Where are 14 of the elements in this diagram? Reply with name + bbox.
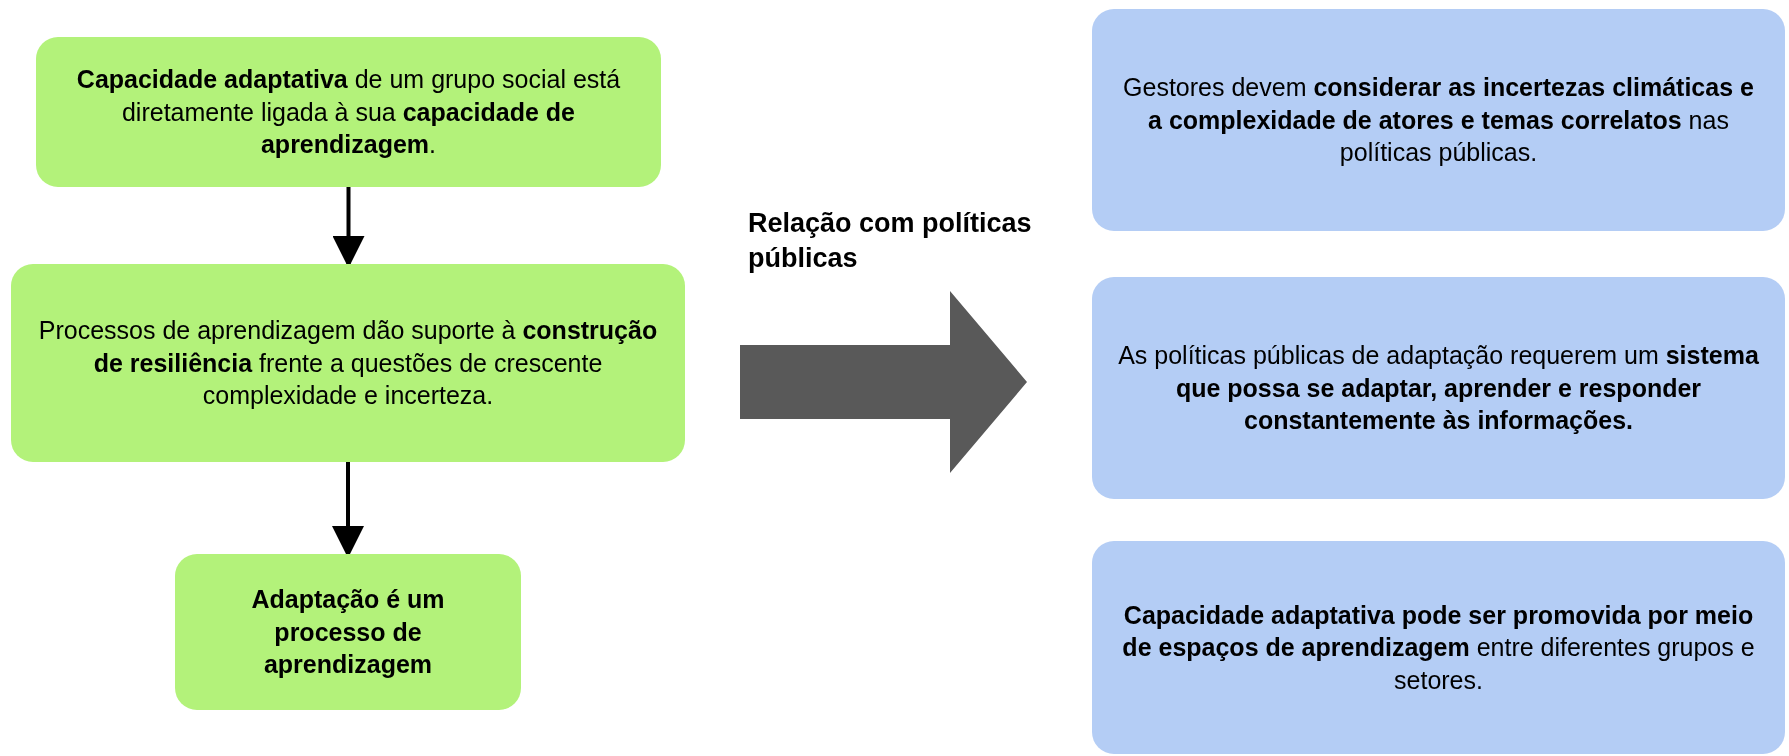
process-box <box>36 37 661 187</box>
process-box <box>11 264 685 462</box>
box-text: Processos de aprendizagem dão suporte à construção de resiliência frente a questões de crescente complexidade e incerteza. <box>37 315 659 412</box>
box-text: Capacidade adaptativa de um grupo social está diretamente ligada à sua capacidade de aprendizagem. <box>75 64 622 161</box>
process-box <box>175 554 521 710</box>
process-box <box>1092 541 1785 754</box>
process-box <box>1092 277 1785 499</box>
block-arrow <box>740 291 1027 473</box>
process-box <box>1092 9 1785 231</box>
box-text: As políticas públicas de adaptação requerem um sistema que possa se adaptar, aprender e responder constantemente às informações. <box>1117 340 1760 437</box>
box-text: Gestores devem considerar as incertezas climáticas e a complexidade de atores e temas correlatos nas políticas públicas. <box>1122 72 1755 169</box>
box-text: Adaptação é um processo de aprendizagem <box>250 584 446 681</box>
box-text: Capacidade adaptativa pode ser promovida por meio de espaços de aprendizagem entre diferentes grupos e setores. <box>1121 599 1756 696</box>
edge-label: Relação com políticas públicas <box>748 207 1033 276</box>
